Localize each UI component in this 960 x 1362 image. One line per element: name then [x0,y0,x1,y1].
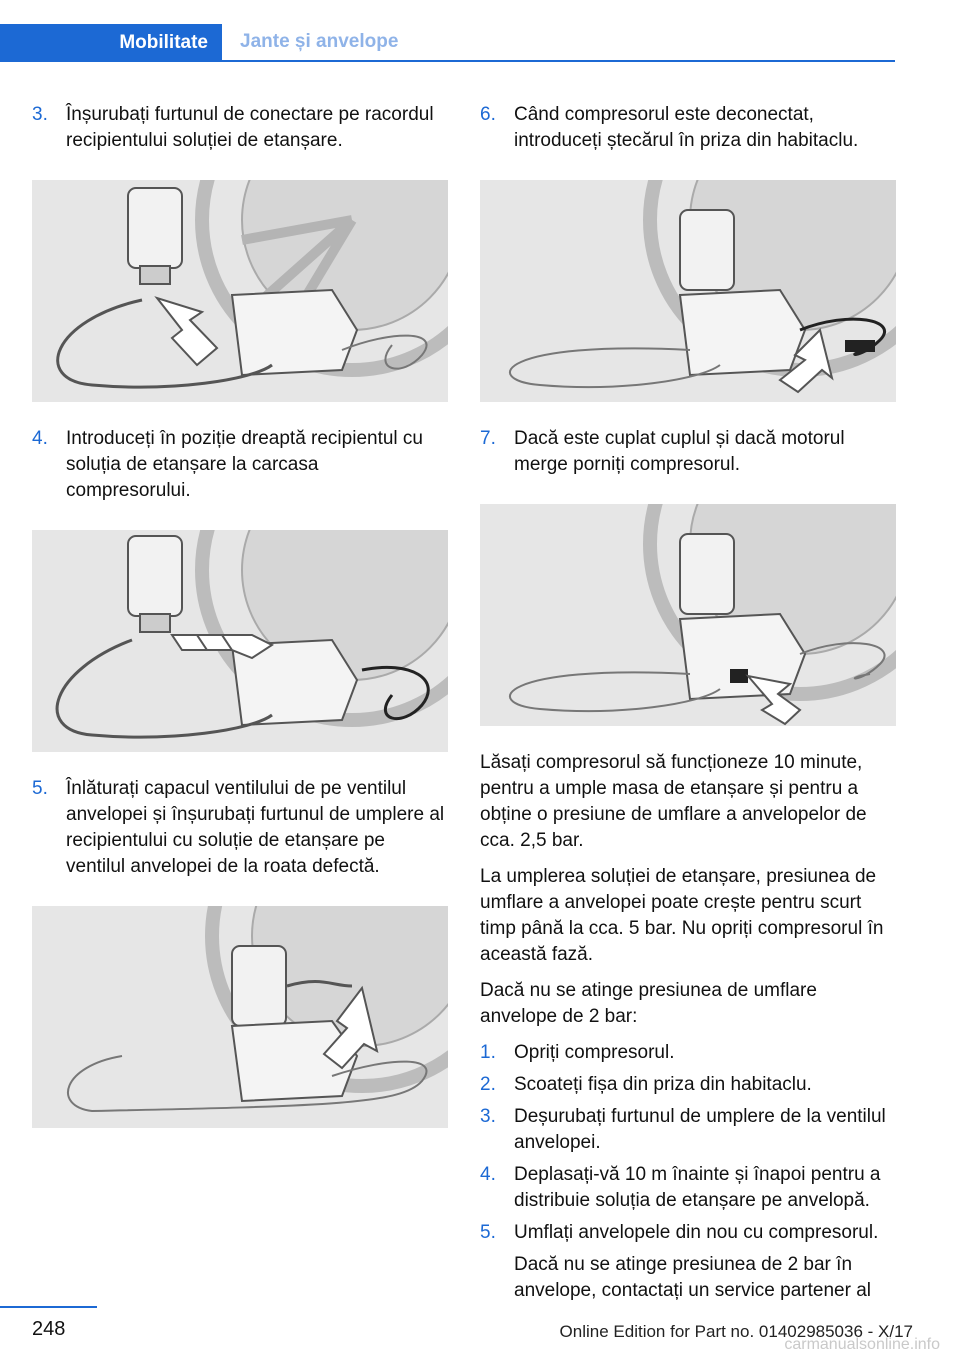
step-text: Umflați anvelopele din nou cu compresoru… [514,1222,879,1243]
step-text: Introduceți în poziție dreaptă recipient… [66,428,423,501]
step-text: Opriți compresorul. [514,1042,675,1063]
footer-divider [0,1306,97,1308]
step-number: 3. [480,1106,496,1127]
compressor-illustration [509,180,896,394]
subsection-tab[interactable]: Jante și anvelope [240,31,399,52]
step-number: 4. [480,1164,496,1185]
header-divider [0,60,895,62]
step-text: Înlăturați capacul ventilului de pe vent… [66,778,445,877]
step-number: 5. [480,1222,496,1243]
list-item: 1. Opriți compresorul. [480,1040,896,1066]
compressor-illustration [67,906,448,1113]
step-6: 6. Când compresorul este deconectat, int… [480,102,896,154]
step-number: 3. [32,104,48,125]
step-3: 3. Înșurubați furtunul de conectare pe r… [32,102,448,154]
step-text: Deplasați-vă 10 m înainte și înapoi pent… [514,1164,881,1211]
paragraph-pressure-warning: La umplerea soluției de etanșare, presiu… [480,866,884,965]
step-5: 5. Înlăturați capacul ventilului de pe v… [32,776,448,880]
edition-label: Online Edition for Part no. 01402985036 … [559,1322,913,1341]
step-text: Când compresorul este deconectat, introd… [514,104,859,151]
step-number: 6. [480,104,496,125]
list-item: 5. Umflați anvelopele din nou cu compres… [480,1220,896,1246]
step-text: Înșurubați furtunul de conectare pe raco… [66,104,434,151]
section-tab[interactable]: Mobilitate [0,24,222,62]
step-number: 1. [480,1042,496,1063]
step-text: Scoateți fișa din priza din habitaclu. [514,1074,812,1095]
step-number: 5. [32,778,48,799]
watermark: carmanualsonline.info [784,1336,940,1353]
low-pressure-steps: 1. Opriți compresorul. 2. Scoateți fișa … [480,1040,896,1304]
step-7: 7. Dacă este cuplat cuplul și dacă motor… [480,426,896,478]
list-item: 4. Deplasați-vă 10 m înainte și înapoi p… [480,1162,896,1214]
step-text: Dacă este cuplat cuplul și dacă motorul … [514,428,845,475]
compressor-illustration [56,180,448,389]
list-item: 2. Scoateți fișa din priza din habitaclu… [480,1072,896,1098]
step-4: 4. Introduceți în poziție dreaptă recipi… [32,426,448,504]
paragraph-low-pressure: Dacă nu se atinge presiunea de umflare a… [480,980,817,1027]
step-number: 2. [480,1074,496,1095]
illustration-insert-bottle [32,530,448,752]
illustration-connect-hose [32,180,448,402]
page-number: 248 [32,1318,66,1340]
step-number: 7. [480,428,496,449]
left-column: 3. Înșurubați furtunul de conectare pe r… [32,102,448,1152]
illustration-valve-hose [32,906,448,1128]
illustration-plug-socket [480,180,896,402]
page-header: Mobilitate Jante și anvelope [0,24,895,62]
compressor-illustration [55,530,448,739]
list-item: 3. Deșurubați furtunul de umplere de la … [480,1104,896,1156]
paragraph-run-compressor: Lăsați compresorul să funcționeze 10 min… [480,752,867,851]
illustration-start-compressor [480,504,896,726]
right-column: 6. Când compresorul este deconectat, int… [480,102,896,1304]
service-note: Dacă nu se atinge presiunea de 2 bar în … [514,1254,871,1301]
step-text: Deșurubați furtunul de umplere de la ven… [514,1106,886,1153]
step-number: 4. [32,428,48,449]
compressor-illustration [509,504,896,726]
